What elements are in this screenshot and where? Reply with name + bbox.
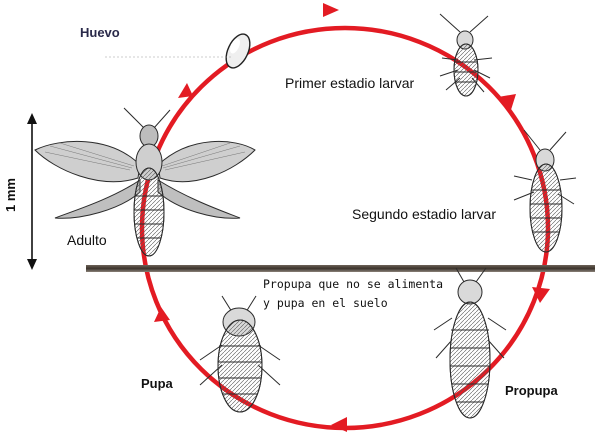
first-instar-larva-illustration (439, 13, 493, 97)
cycle-arrow-bottom (331, 417, 347, 432)
pupa-label: Pupa (141, 376, 173, 391)
propupa-label: Propupa (505, 383, 558, 398)
soil-note-line2: y pupa en el suelo (263, 296, 388, 310)
scale-bar (27, 113, 37, 270)
scale-label: 1 mm (3, 178, 18, 212)
cycle-arrow-right (532, 287, 550, 303)
second-instar-label: Segundo estadio larvar (352, 206, 496, 222)
first-instar-label: Primer estadio larvar (285, 75, 415, 91)
cycle-arrow-upper-left (178, 83, 193, 98)
adult-illustration (34, 107, 256, 257)
egg-illustration (225, 33, 251, 69)
pupa-illustration (199, 295, 281, 413)
cycle-arrow-upper-right (498, 94, 516, 113)
cycle-arrow-lower-left (154, 307, 170, 322)
adult-label: Adulto (67, 232, 107, 248)
second-instar-larva-illustration (513, 129, 577, 253)
egg-label: Huevo (80, 25, 120, 40)
ground-line (86, 265, 595, 272)
soil-note-line1: Propupa que no se alimenta (263, 277, 444, 291)
cycle-arrow-top (323, 3, 339, 17)
propupa-illustration (433, 267, 507, 419)
